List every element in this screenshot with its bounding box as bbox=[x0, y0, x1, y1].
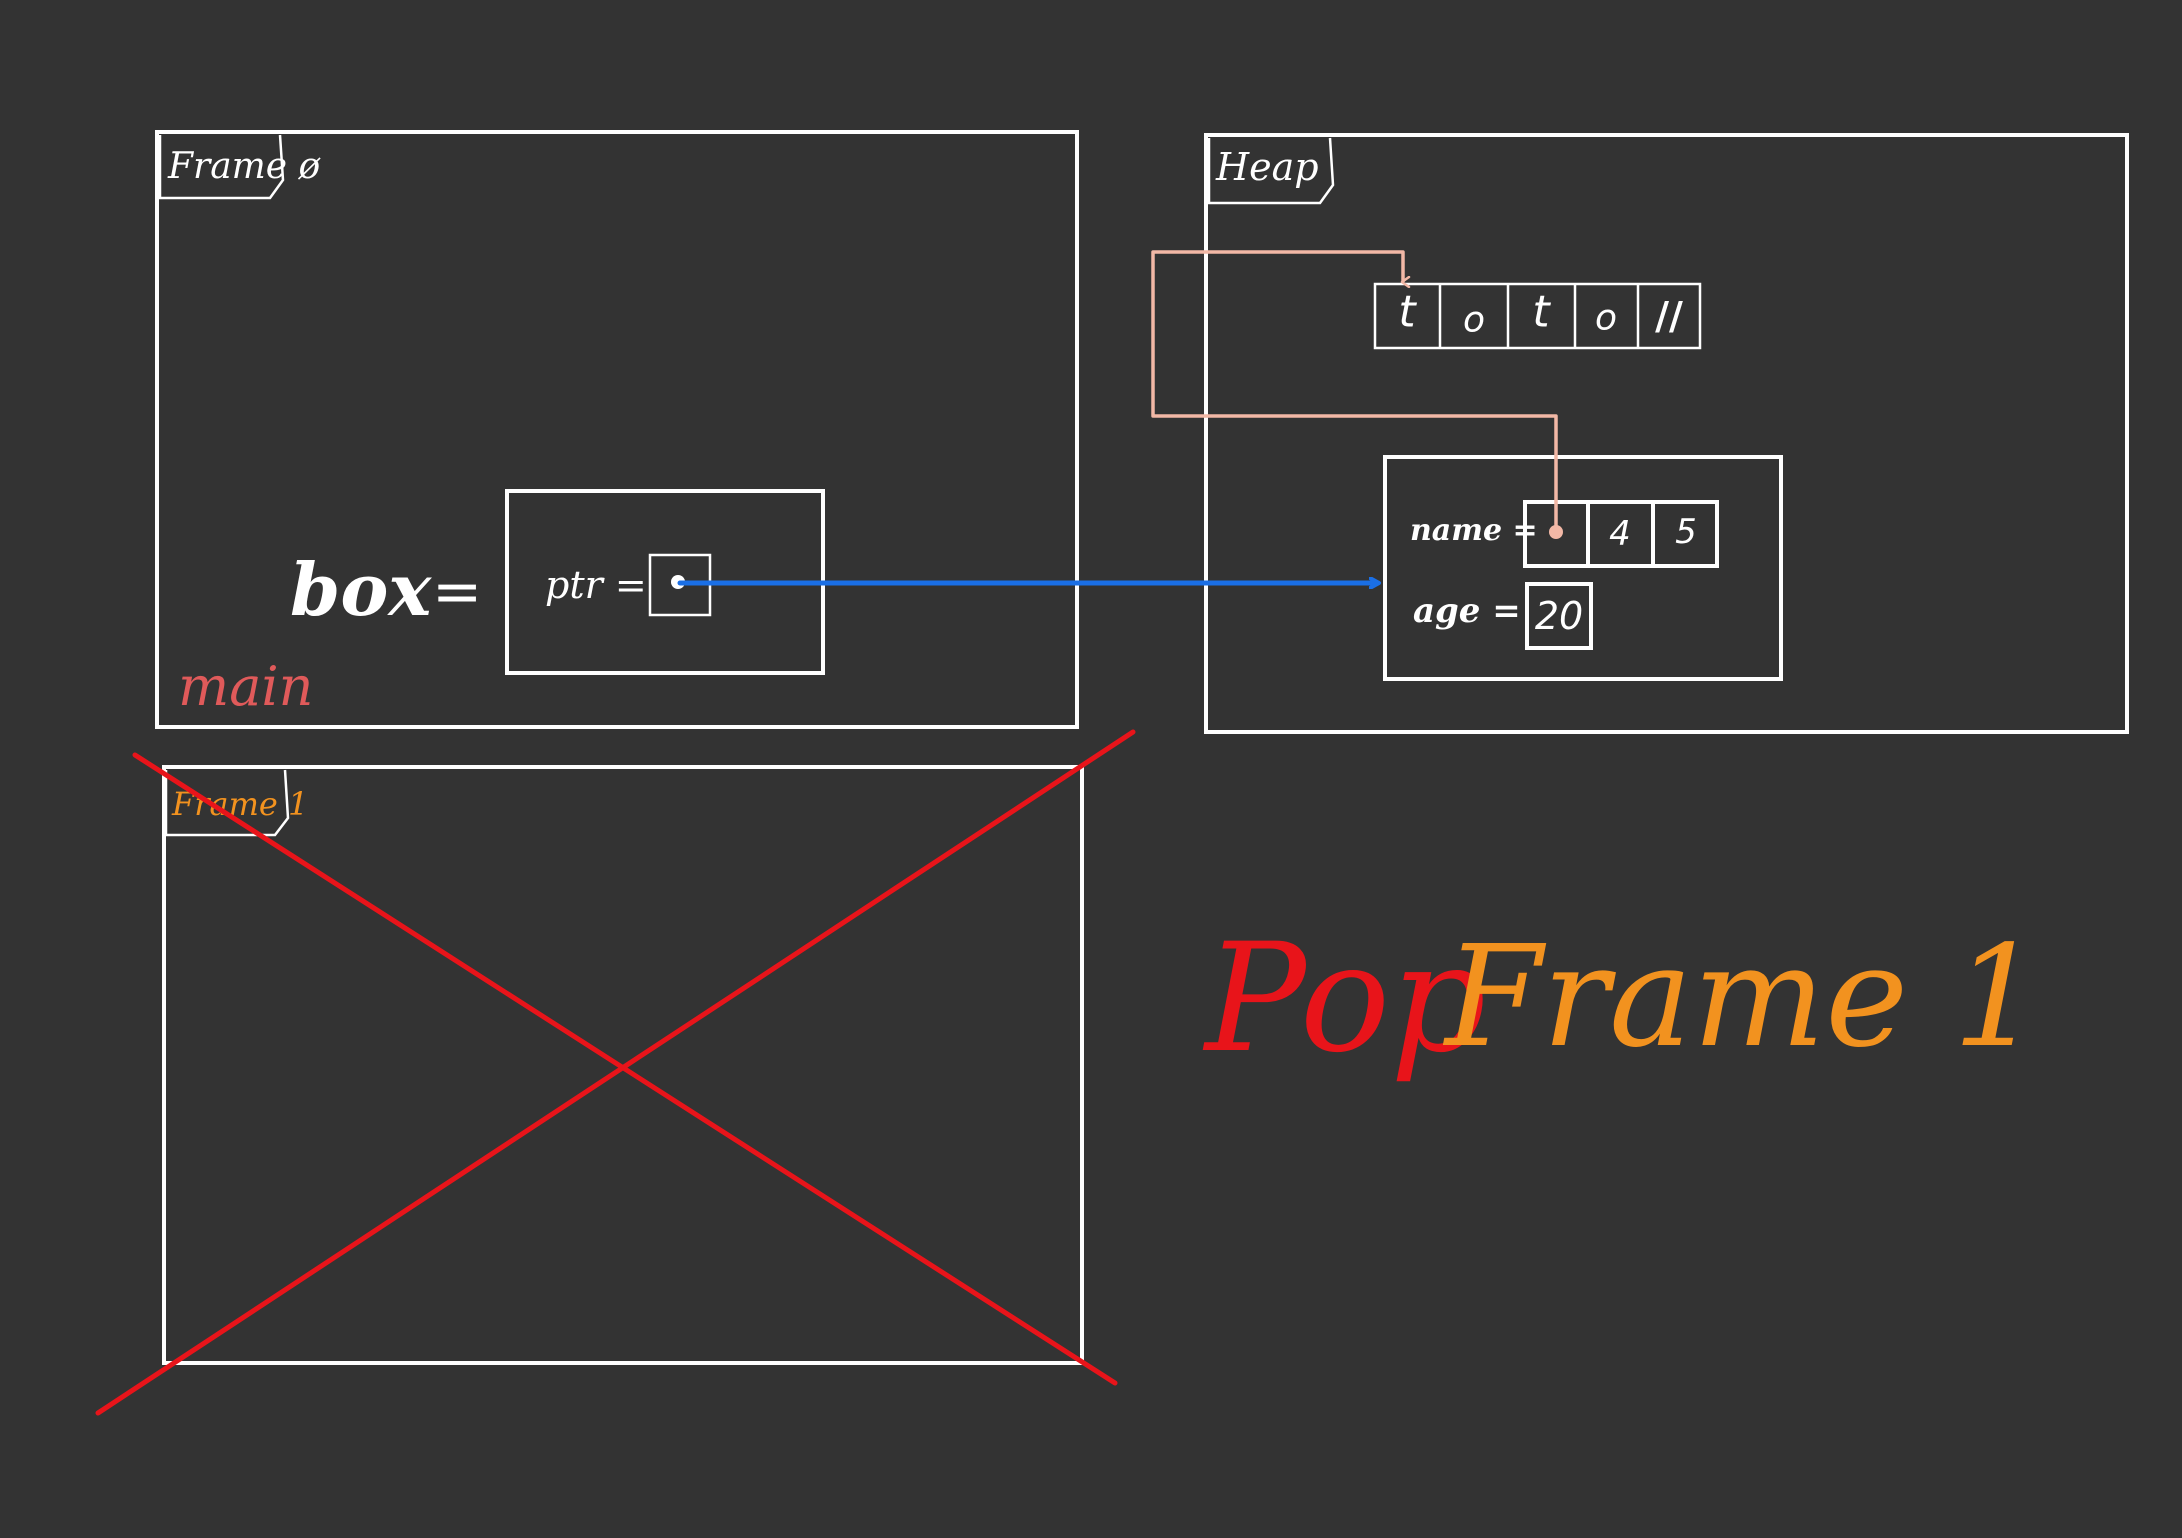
caption-frame-1: Frame 1 bbox=[1442, 916, 2042, 1079]
string-char-cell: o bbox=[1463, 300, 1485, 341]
name-field-label: name = bbox=[1410, 513, 1538, 548]
frame-1-tab-shape bbox=[164, 769, 290, 837]
caption-pop: Pop bbox=[1202, 912, 1486, 1086]
box-equals-sign: = bbox=[432, 557, 482, 627]
string-char-cell: t bbox=[1532, 287, 1551, 338]
frame-1-border bbox=[162, 765, 1084, 1365]
age-cell bbox=[1525, 582, 1593, 650]
string-char-cell: o bbox=[1595, 298, 1617, 339]
frame-0-border bbox=[155, 130, 1079, 729]
heap-border bbox=[1204, 133, 2129, 734]
heap-struct: name = 4 5 age = 20 bbox=[1383, 455, 1783, 681]
name-len-cell: 4 bbox=[1609, 514, 1631, 554]
heap-struct-border bbox=[1383, 455, 1783, 681]
frame-0: Frame ø box = ptr = main bbox=[155, 130, 1079, 729]
function-name-main: main bbox=[178, 655, 313, 718]
string-array-border bbox=[1373, 282, 1702, 350]
frame-1: Frame 1 bbox=[95, 729, 1136, 1416]
heap-string-array: t o t o // bbox=[1373, 282, 1702, 350]
cross-line bbox=[95, 729, 1136, 1416]
frame-0-tab-shape bbox=[158, 134, 285, 200]
caption: Pop Frame 1 bbox=[1202, 912, 2042, 1086]
name-slice-cells bbox=[1523, 500, 1719, 568]
frame-0-tab-label: Frame ø bbox=[167, 146, 322, 187]
name-to-string-arrow bbox=[1151, 250, 1558, 532]
age-value: 20 bbox=[1535, 594, 1583, 638]
heap-tab-label: Heap bbox=[1215, 145, 1319, 189]
string-char-cell: t bbox=[1398, 287, 1417, 338]
ptr-field-label: ptr = bbox=[545, 563, 647, 607]
heap-tab-shape bbox=[1207, 137, 1335, 205]
name-cap-cell: 5 bbox=[1675, 512, 1697, 552]
heap: Heap t o t o // name = 4 5 age = 20 bbox=[1151, 133, 2129, 734]
string-null-terminator-cell: // bbox=[1655, 294, 1683, 338]
age-field-label: age = bbox=[1413, 591, 1521, 631]
box-variable-name: box bbox=[290, 547, 432, 632]
